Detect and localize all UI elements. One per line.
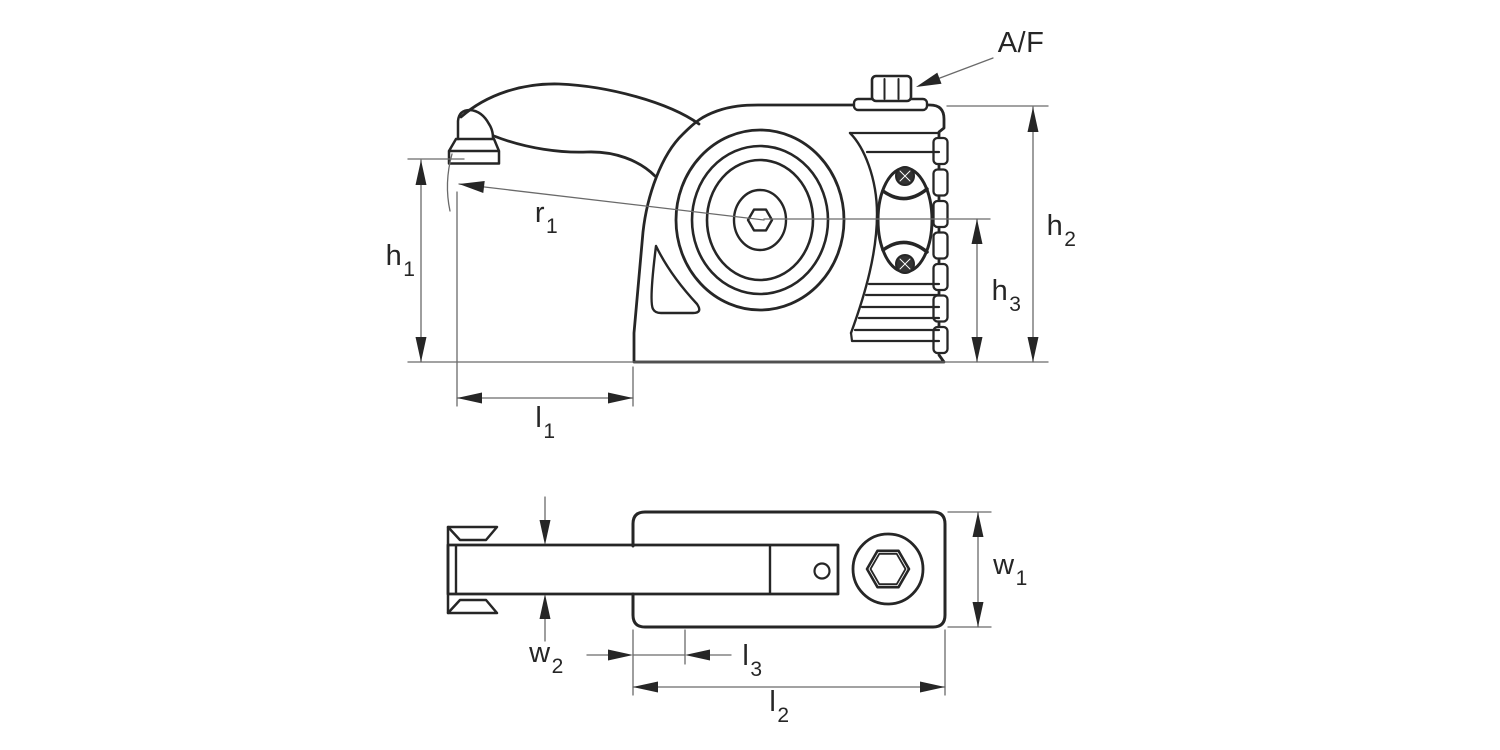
serration-teeth [932,136,949,355]
l1-arrow-right [608,392,633,404]
cam-circles [674,128,846,312]
h1-arrow-up [415,160,427,185]
arm-bottom-curve [492,134,657,178]
bolt-head-facets [883,78,900,100]
web-cutout [650,244,701,315]
af-leader [931,57,994,82]
pad-base [447,137,501,165]
w2-arrow-up [539,594,551,619]
r1-line [458,183,765,221]
h3-arrow-up [971,219,983,244]
w2-arrow-down [539,520,551,545]
panel-curve [848,131,879,335]
arm-pad-side [447,108,501,165]
top-bolt [852,74,929,112]
af-arrow [916,72,942,87]
oval-arc-bottom [881,240,929,254]
dimension-arrowheads [415,72,1039,693]
label-l2: l2 [769,686,790,727]
arm-pin-hole [813,562,831,580]
w1-extensions [947,511,992,628]
clamp-arm [459,82,701,178]
h3-arrow-down [971,337,983,362]
swing-arc [446,153,453,212]
l1-extensions [456,191,634,407]
l2-arrow-left [633,681,658,693]
grip-oval [876,166,934,274]
label-l1: l1 [535,402,556,443]
plan-view [446,510,947,629]
plan-body-outline [631,510,947,629]
h2-arrow-down [1027,337,1039,362]
h1-arrow-down [415,337,427,362]
l3-extensions [632,629,686,696]
dimension-lines [407,57,1049,696]
l3-arrow-right [608,649,633,661]
l1-arrow-left [457,392,482,404]
label-h1: h1 [385,240,416,281]
label-r1: r1 [534,197,559,238]
center-boss [732,188,788,252]
r1-arrow [459,181,485,193]
label-l3: l3 [742,640,763,681]
bolt-head [870,74,913,103]
body-ribs [848,131,941,343]
label-af: A/F [997,27,1045,60]
h2-arrow-up [1027,107,1039,132]
l3-arrow-left [685,649,710,661]
label-h2: h2 [1046,210,1077,251]
label-w1: w1 [993,549,1028,590]
w1-arrow-up [972,512,984,537]
plan-bolt [851,532,925,606]
oval-arc-top [881,187,929,201]
w1-arrow-down [972,602,984,627]
label-w2: w2 [529,637,564,678]
label-h3: h3 [991,275,1022,316]
l2-arrow-right [920,681,945,693]
side-view [447,74,949,364]
plan-arm [446,543,840,596]
clamp-body-outline [632,103,946,364]
plan-pad [446,525,499,615]
arm-top-curve [459,82,701,126]
pad-dome [456,108,495,141]
hex-socket [746,208,774,232]
